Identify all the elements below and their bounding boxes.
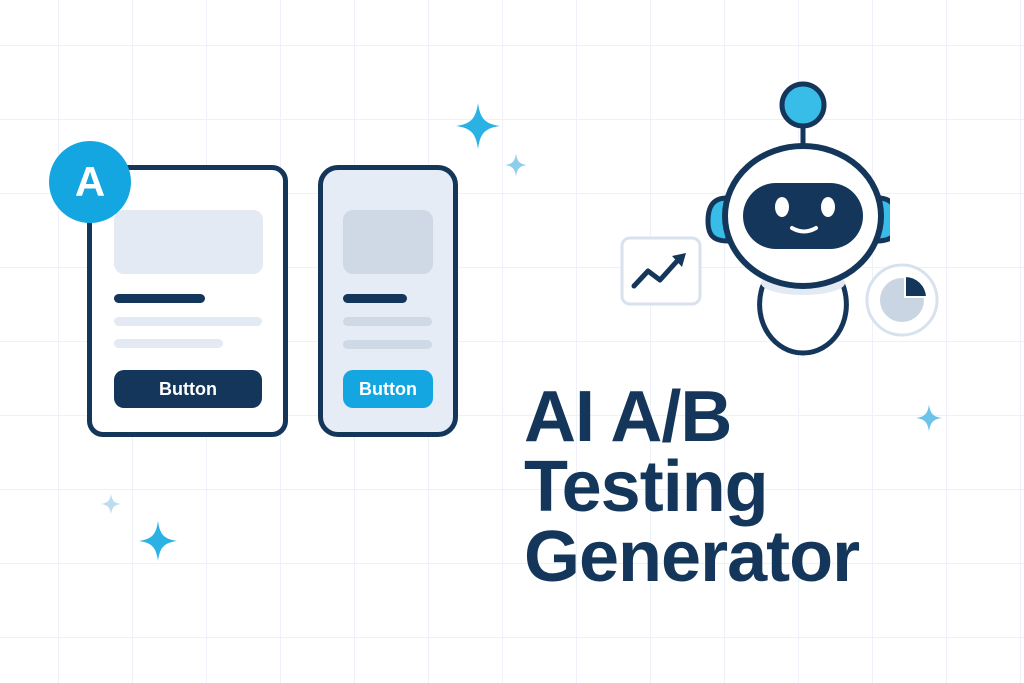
title-line-1: AI A/B (524, 377, 732, 457)
variant-b-card: Button (318, 165, 458, 437)
pie-chart-icon (865, 263, 939, 337)
text-line-placeholder (343, 340, 432, 349)
variant-a-card: Button (87, 165, 288, 437)
robot-mascot-icon (705, 81, 890, 356)
title-line-3: Generator (524, 517, 860, 597)
headline-placeholder (343, 294, 407, 303)
text-line-placeholder (114, 339, 223, 348)
sparkle-icon (916, 404, 942, 432)
variant-b-button[interactable]: Button (343, 370, 433, 408)
page-title: AI A/B Testing Generator (524, 377, 860, 597)
headline-placeholder (114, 294, 205, 303)
sparkle-icon (456, 103, 500, 149)
sparkle-icon (101, 493, 121, 515)
title-line-2: Testing (524, 447, 769, 527)
trending-up-chart-icon (620, 236, 702, 306)
image-placeholder (343, 210, 433, 274)
text-line-placeholder (114, 317, 262, 326)
text-line-placeholder (343, 317, 432, 326)
variant-a-button[interactable]: Button (114, 370, 262, 408)
image-placeholder (114, 210, 263, 274)
sparkle-icon (505, 153, 527, 177)
sparkle-icon (139, 521, 177, 561)
variant-a-badge: A (49, 141, 131, 223)
